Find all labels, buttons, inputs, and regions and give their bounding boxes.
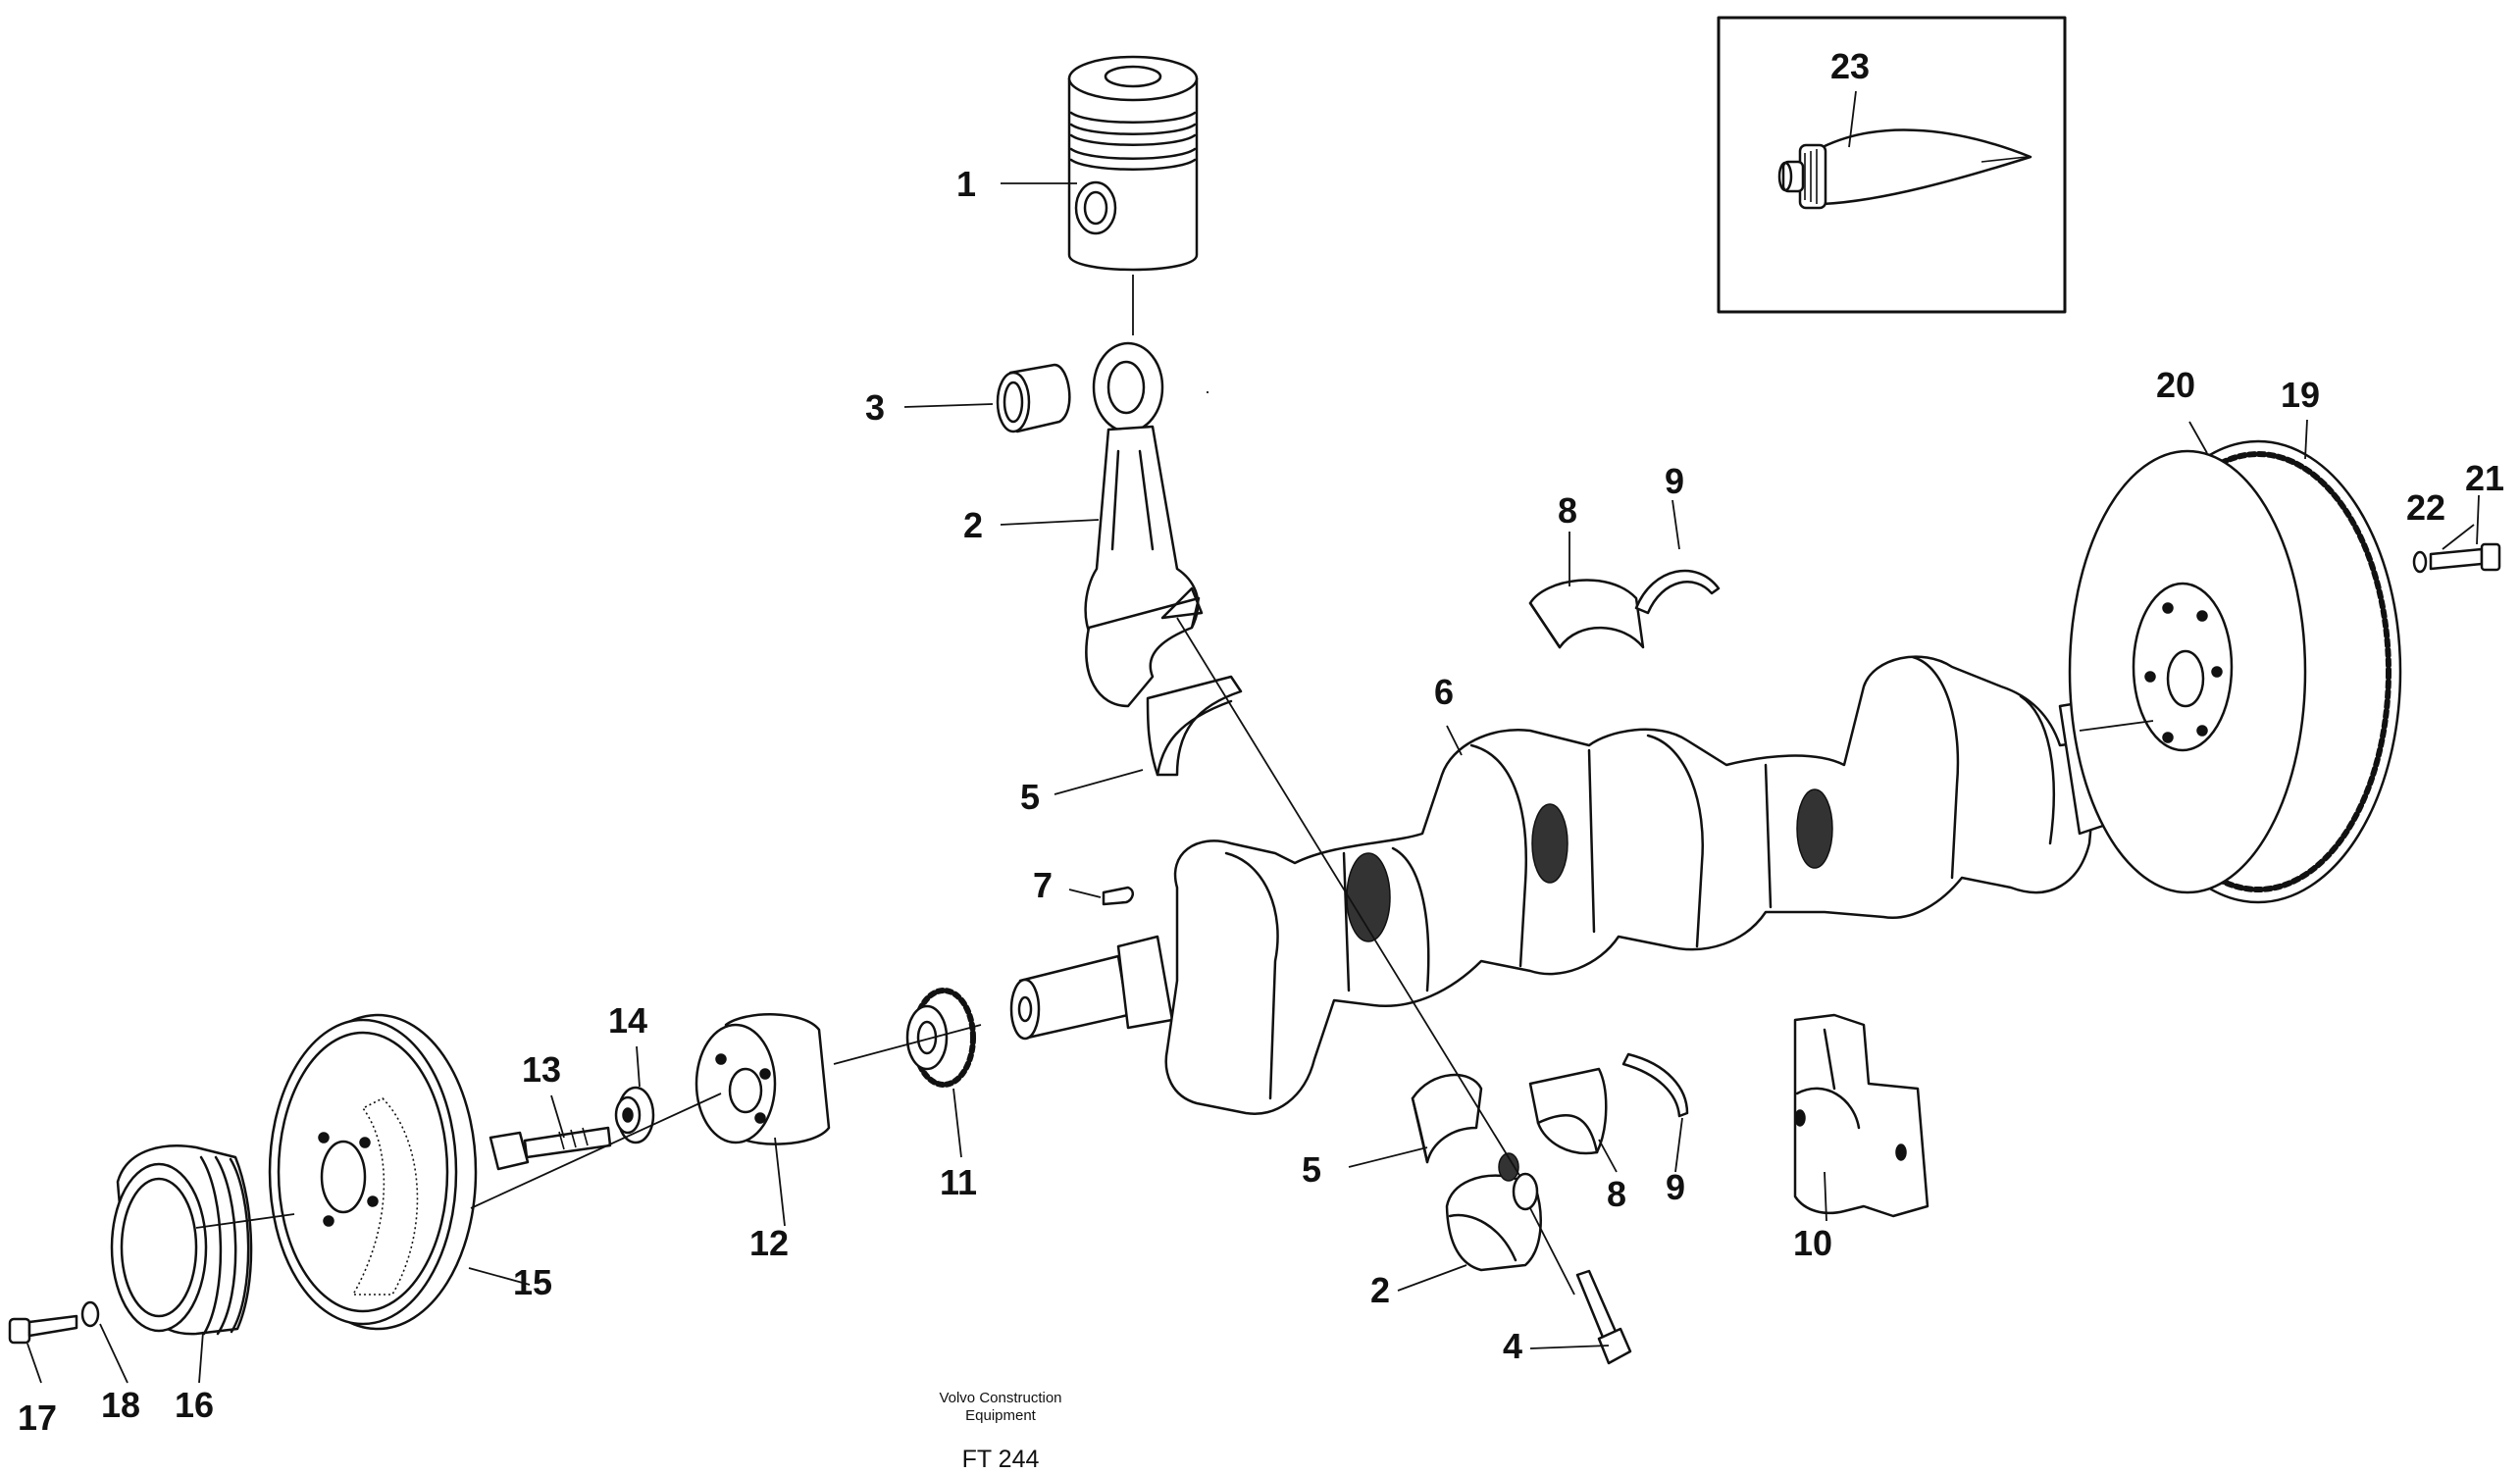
callout-18: 18 <box>101 1385 141 1425</box>
thrust-washer-part-9 <box>1634 569 1721 615</box>
callout-8-upper: 8 <box>1558 490 1578 531</box>
bolt-part-4 <box>1575 1269 1632 1365</box>
callout-4: 4 <box>1503 1326 1523 1366</box>
key-part-7 <box>1102 886 1134 906</box>
thrust-washer-lower-part-9 <box>1621 1052 1689 1118</box>
main-bearing-cap-part-10 <box>1793 1013 1929 1218</box>
callout-11: 11 <box>940 1162 978 1202</box>
callout-17: 17 <box>18 1398 58 1438</box>
washer-part-18 <box>80 1300 100 1328</box>
crankshaft-gear-part-11 <box>905 988 976 1088</box>
callout-9-lower: 9 <box>1666 1167 1686 1207</box>
callout-2-rod: 2 <box>963 505 984 545</box>
sealant-tube-part-23 <box>1777 128 2032 210</box>
connecting-rod-cap-part-2 <box>1445 1152 1575 1296</box>
publisher-line-2: Equipment <box>965 1407 1036 1424</box>
bolt-part-21 <box>2429 542 2501 572</box>
main-bearing-shell-part-8 <box>1528 579 1645 649</box>
callout-21: 21 <box>2465 458 2505 498</box>
bearing-shell-upper-part-5 <box>1146 675 1243 777</box>
callout-15: 15 <box>513 1262 553 1302</box>
flywheel-part-19 <box>2068 439 2402 904</box>
callout-2-cap: 2 <box>1370 1270 1391 1310</box>
pulley-part-15 <box>268 1013 722 1331</box>
inset-box <box>1717 16 2067 314</box>
callout-13: 13 <box>522 1049 562 1090</box>
connecting-rod-part-2 <box>1084 341 1204 708</box>
callout-20: 20 <box>2156 365 2196 405</box>
callout-22: 22 <box>2406 487 2446 528</box>
callout-7: 7 <box>1033 865 1054 905</box>
callout-6: 6 <box>1434 672 1455 712</box>
publisher-line-1: Volvo Construction <box>939 1390 1062 1406</box>
bolt-part-17 <box>8 1314 78 1345</box>
washer-part-22 <box>2412 550 2428 574</box>
callout-19: 19 <box>2281 375 2321 415</box>
callout-16: 16 <box>175 1385 215 1425</box>
washer-part-14 <box>614 1086 655 1144</box>
figure-code: FT 244 <box>961 1446 1040 1473</box>
callout-8-lower: 8 <box>1607 1174 1627 1214</box>
callout-5-upper: 5 <box>1020 777 1041 817</box>
hub-part-12 <box>694 1013 831 1145</box>
piston-pin-bush-part-3 <box>996 363 1071 433</box>
callout-1: 1 <box>956 164 977 204</box>
callout-9-upper: 9 <box>1665 461 1685 501</box>
main-bearing-shell-lower-part-8 <box>1528 1067 1608 1155</box>
vibration-damper-part-16 <box>110 1144 295 1336</box>
callout-leaders <box>26 90 2480 1384</box>
callout-23: 23 <box>1830 46 1871 86</box>
callout-12: 12 <box>749 1223 790 1263</box>
callout-10: 10 <box>1793 1223 1833 1263</box>
callout-3: 3 <box>865 387 886 428</box>
bolt-part-13 <box>489 1126 612 1171</box>
piston-part-1 <box>1067 55 1199 335</box>
callout-5-lower: 5 <box>1302 1149 1322 1190</box>
callout-14: 14 <box>608 1000 648 1041</box>
